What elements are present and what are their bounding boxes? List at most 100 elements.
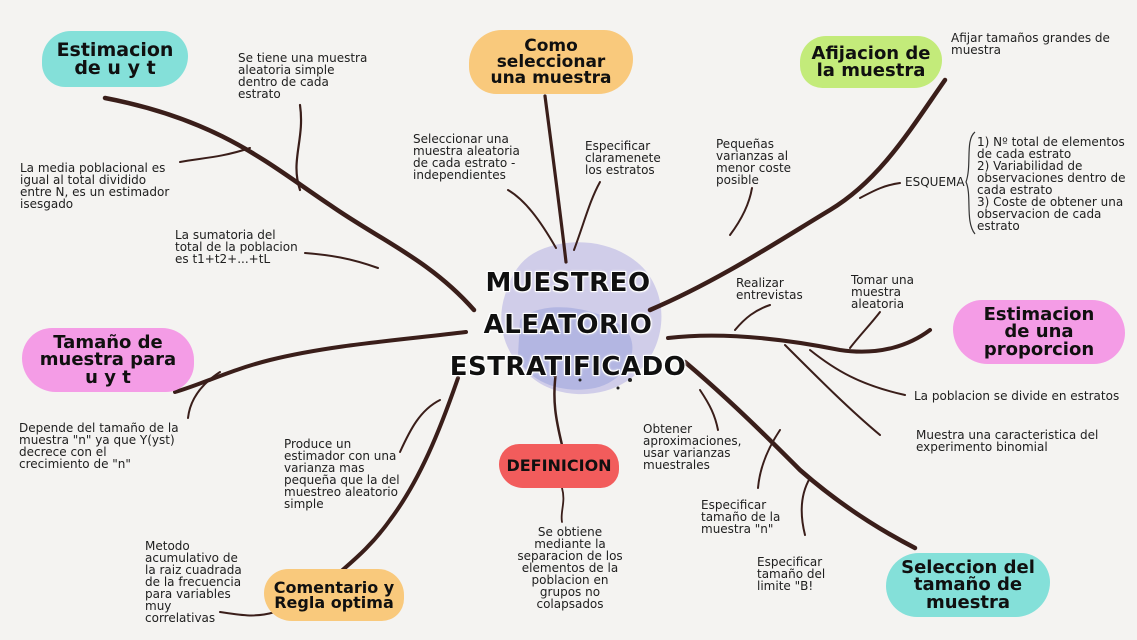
note-line: elementos de la — [521, 561, 619, 575]
note-line: Obtener — [643, 422, 693, 436]
note-produce-estimador: Produce un estimador con una varianza ma… — [284, 438, 402, 510]
note-line: muestra "n" — [701, 522, 774, 536]
note-line: Muestra una caracteristica del — [916, 428, 1099, 442]
note-line: Se tiene una muestra — [238, 51, 368, 65]
note-line: posible — [716, 173, 759, 187]
node-label: seleccionar — [496, 51, 606, 72]
node-definicion: DEFINICION — [499, 444, 619, 488]
note-line: isesgado — [20, 197, 74, 211]
note-line: entrevistas — [736, 288, 803, 302]
node-label: Seleccion del — [901, 557, 1035, 579]
note-sumatoria: La sumatoria del total de la poblacion e… — [175, 229, 301, 265]
note-line: La sumatoria del — [175, 228, 276, 242]
note-line: claramenete — [585, 151, 661, 165]
node-label: Como — [524, 35, 578, 56]
node-label: una muestra — [490, 68, 612, 89]
note-line: 1) Nº total de elementos — [977, 135, 1125, 149]
note-line: 3) Coste de obtener una — [977, 195, 1124, 209]
note-afijar: Afijar tamaños grandes de muestra — [951, 32, 1127, 56]
note-line: total de la poblacion — [175, 240, 298, 254]
note-esquema-label: ESQUEMA — [905, 175, 965, 189]
note-line: de la frecuencia — [145, 575, 242, 589]
note-line: Se obtiene — [537, 525, 603, 539]
node-label: u y t — [85, 366, 131, 388]
center-watercolor-blot — [501, 242, 662, 395]
note-line: Metodo — [145, 539, 190, 553]
note-line: poblacion en — [531, 573, 609, 587]
note-line: separacion de los — [517, 549, 623, 563]
node-label: Estimacion — [983, 304, 1095, 326]
node-label: Tamaño de — [53, 332, 163, 354]
note-line: experimento binomial — [916, 440, 1048, 454]
central-topic-line: MUESTREO — [485, 268, 651, 298]
note-line: acumulativo de — [145, 551, 238, 565]
note-se-obtiene: Se obtiene mediante la separacion de los… — [510, 526, 630, 610]
note-line: tamaño de la — [701, 510, 781, 524]
node-label: tamaño de — [913, 574, 1023, 596]
note-obtener-aproximaciones: Obtener aproximaciones, usar varianzas m… — [643, 423, 753, 471]
note-line: muestra aleatoria — [413, 144, 520, 158]
note-line: igual al total dividido — [20, 173, 147, 187]
note-line: decrece con el — [19, 445, 107, 459]
note-line: Realizar — [736, 276, 784, 290]
note-line: la raiz cuadrada — [145, 563, 242, 577]
node-label: muestra — [925, 591, 1011, 613]
note-realizar-entrevistas: Realizar entrevistas — [736, 277, 816, 301]
note-line: Depende del tamaño de la — [19, 421, 179, 435]
node-label: proporcion — [983, 338, 1095, 360]
note-esquema-items: 1) Nº total de elementos de cada estrato… — [977, 136, 1127, 232]
node-afijacion: Afijacion de la muestra — [800, 36, 942, 88]
note-line: 2) Variabilidad de — [977, 159, 1083, 173]
note-line: Seleccionar una — [413, 132, 509, 146]
note-line: estimador con una — [284, 449, 397, 463]
note-line: muestrales — [643, 458, 710, 472]
note-line: observacion de cada — [977, 207, 1102, 221]
note-line: dentro de cada — [238, 75, 329, 89]
node-estimacion-proporcion: Estimacion de una proporcion — [953, 300, 1125, 364]
note-line: Especificar — [585, 139, 651, 153]
note-line: tamaño del — [757, 567, 826, 581]
note-line: los estratos — [585, 163, 655, 177]
note-line: aproximaciones, — [643, 434, 742, 448]
note-muestra-aleatoria: Se tiene una muestra aleatoria simple de… — [238, 52, 368, 100]
note-line: estrato — [238, 87, 281, 101]
note-poblacion-divide: La poblacion se divide en estratos — [914, 390, 1124, 402]
note-line: muy — [145, 599, 172, 613]
note-line: muestra "n" ya que Y(yst) — [19, 433, 175, 447]
note-line: aleatoria — [851, 297, 905, 311]
note-line: estrato — [977, 219, 1020, 233]
node-label: DEFINICION — [506, 456, 612, 476]
note-line: varianzas al — [716, 149, 789, 163]
node-label: Regla optima — [274, 593, 394, 612]
note-line: de cada estrato — [977, 147, 1072, 161]
note-caracteristica-binomial: Muestra una caracteristica del experimen… — [916, 429, 1126, 453]
note-line: menor coste — [716, 161, 792, 175]
central-topic-line: ALEATORIO — [483, 310, 653, 340]
note-line: pequeña que la del — [284, 473, 400, 487]
note-especificar-n: Especificar tamaño de la muestra "n" — [701, 499, 789, 535]
note-line: limite "B! — [757, 579, 814, 593]
node-label: Estimacion — [56, 38, 174, 61]
note-especificar-limite: Especificar tamaño del limite "B! — [757, 556, 837, 592]
note-line: de cada estrato - — [413, 156, 516, 170]
node-label: de una — [1004, 321, 1074, 343]
note-line: simple — [284, 497, 324, 511]
note-pequenas-varianzas: Pequeñas varianzas al menor coste posibl… — [716, 138, 798, 186]
note-line: usar varianzas — [643, 446, 731, 460]
note-line: entre N, es un estimador — [20, 185, 170, 199]
note-line: independientes — [413, 168, 506, 182]
note-especificar-estratos: Especificar claramenete los estratos — [585, 140, 675, 176]
node-label: muestra para — [39, 349, 177, 371]
note-line: Especificar — [757, 555, 823, 569]
note-line: Pequeñas — [716, 137, 775, 151]
note-line: para variables — [145, 587, 231, 601]
note-line: correlativas — [145, 611, 216, 625]
note-line: muestra — [851, 285, 901, 299]
note-line: cada estrato — [977, 183, 1053, 197]
note-line: Produce un — [284, 437, 352, 451]
note-line: Afijar tamaños grandes de — [951, 31, 1110, 45]
note-line: muestreo aleatorio — [284, 485, 398, 499]
node-como-seleccionar: Como seleccionar una muestra — [469, 30, 633, 94]
note-tomar-muestra: Tomar una muestra aleatoria — [851, 274, 921, 310]
node-seleccion-tamano: Seleccion del tamaño de muestra — [886, 553, 1050, 617]
